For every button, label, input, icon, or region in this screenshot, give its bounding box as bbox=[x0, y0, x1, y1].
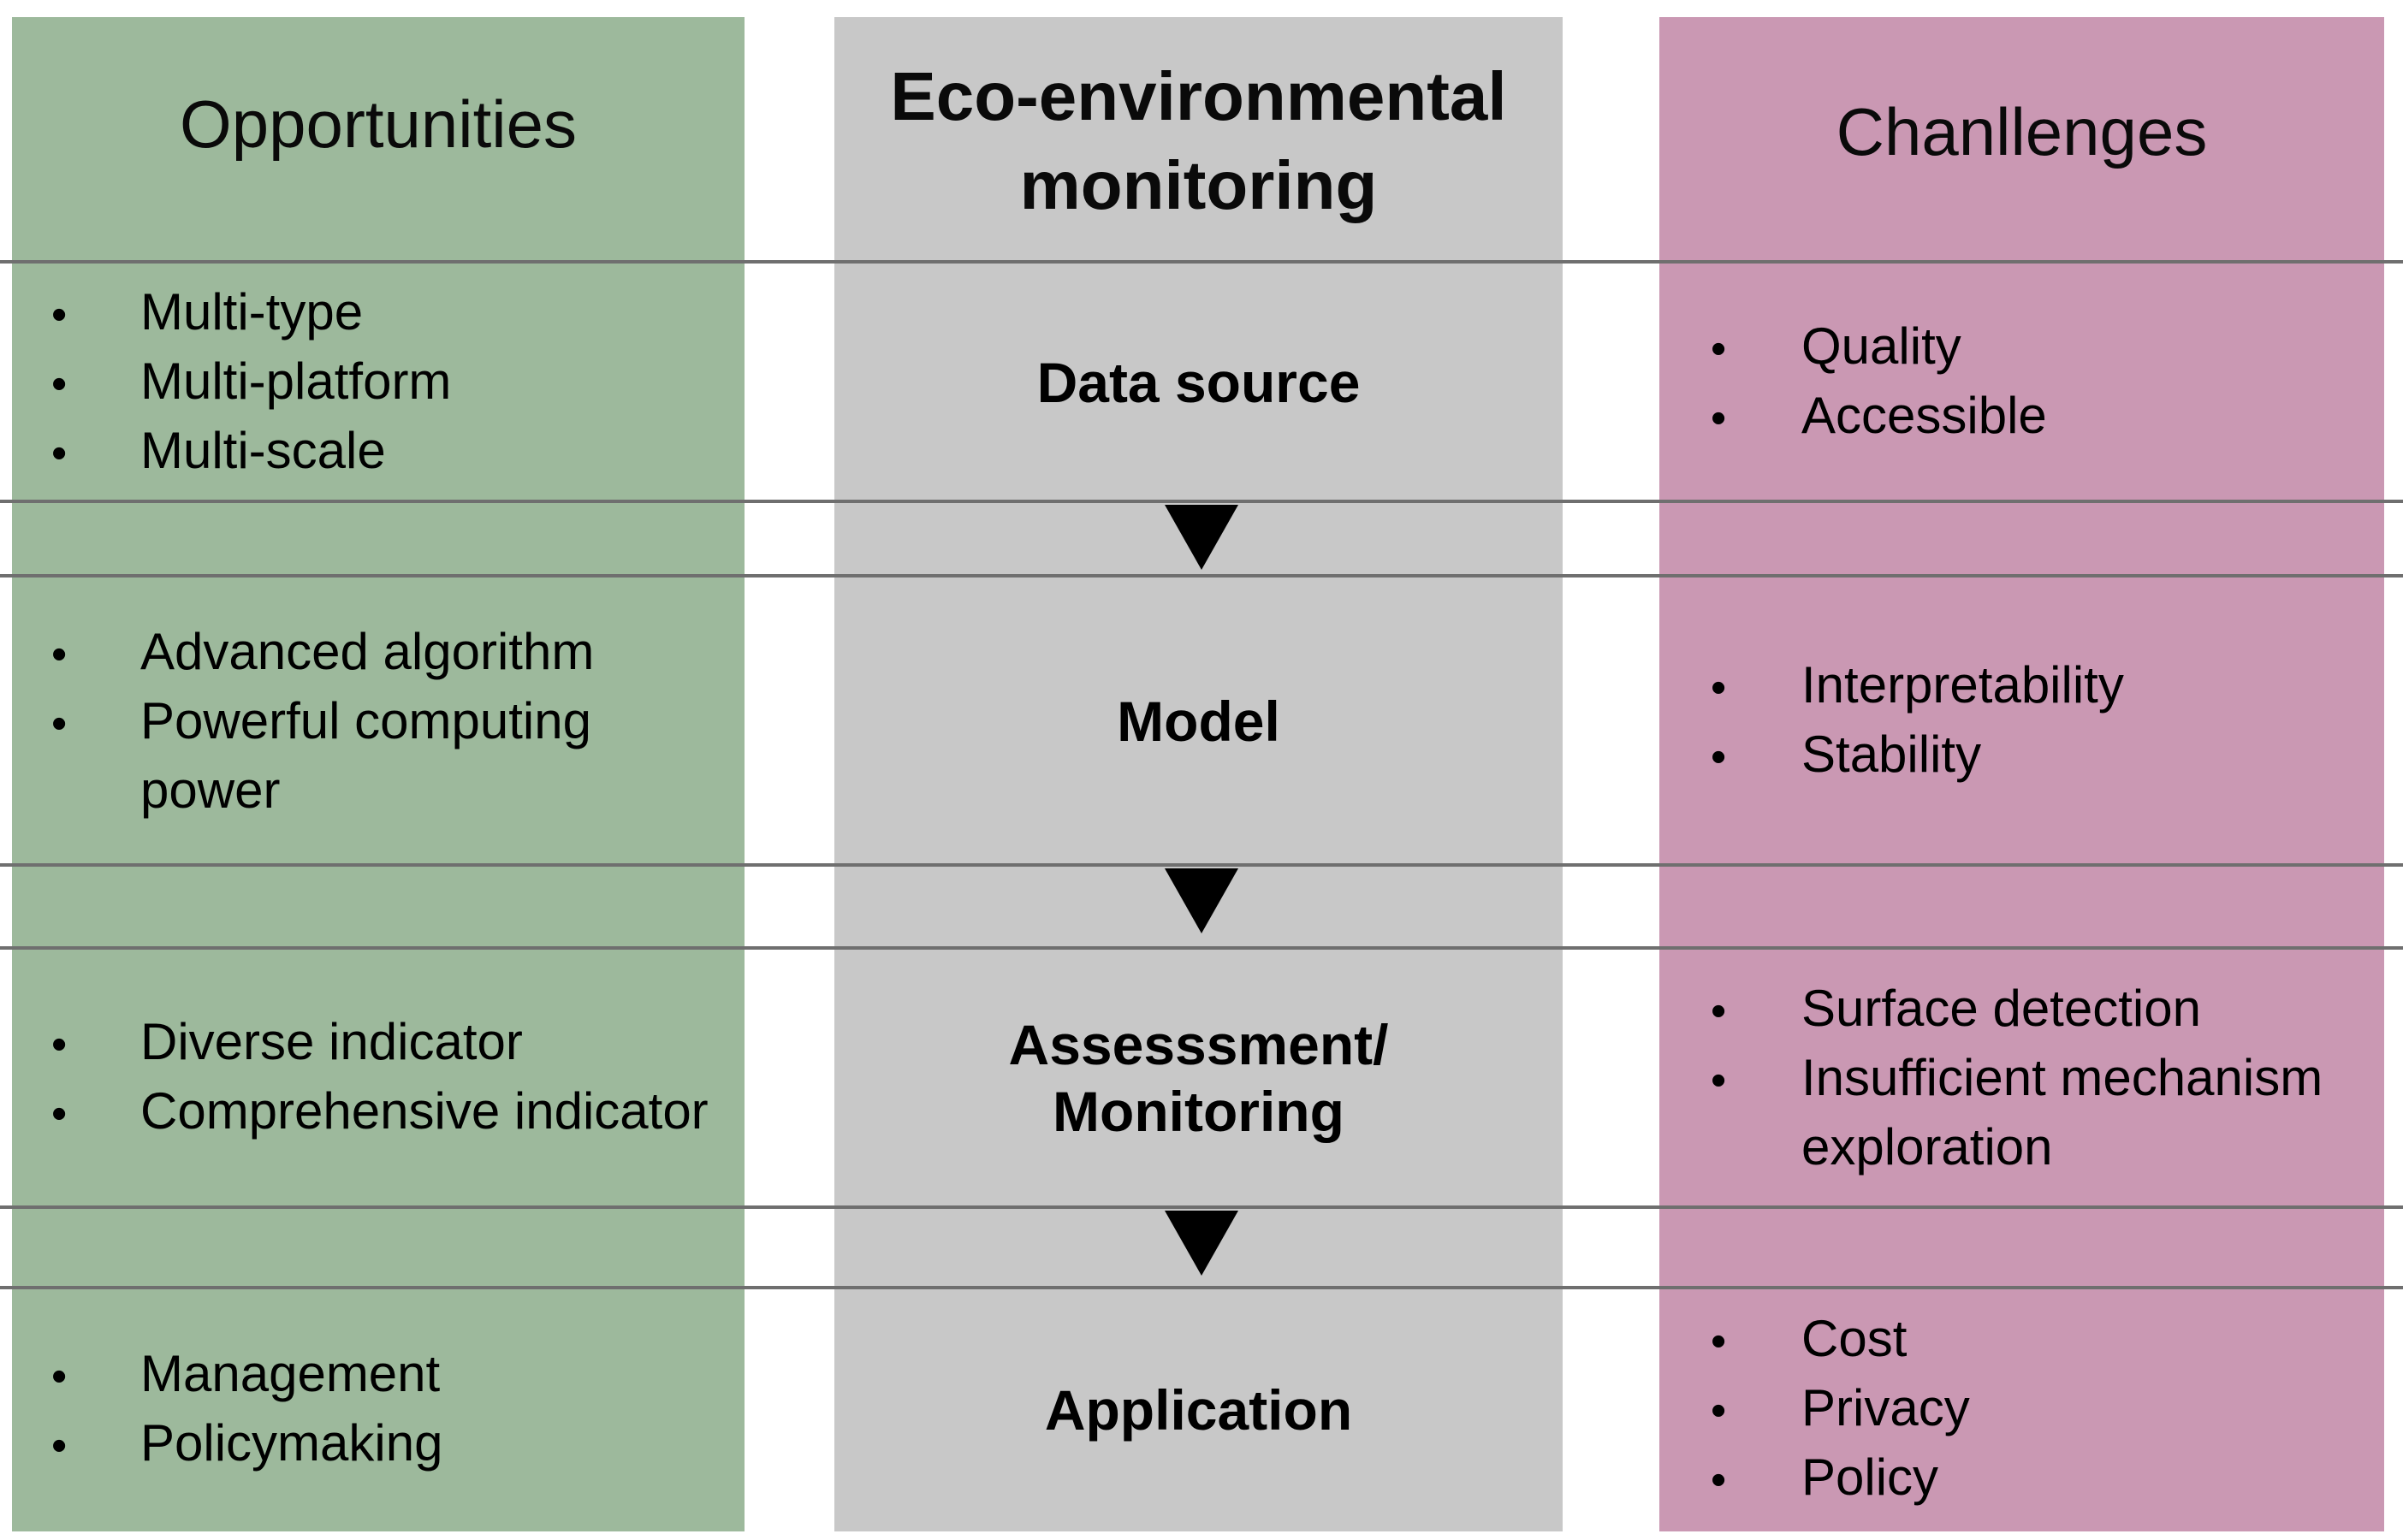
challenges-list-model: • Interpretability • Stability bbox=[1659, 578, 2384, 865]
bullet-dot-icon: • bbox=[51, 289, 68, 340]
monitoring-header: Eco-environmental monitoring bbox=[834, 52, 1563, 230]
bullet-text: Multi-type bbox=[140, 282, 364, 341]
bullet-text: Multi-scale bbox=[140, 421, 386, 479]
stage-application: Application bbox=[834, 1288, 1563, 1531]
bullet-item: • Policymaking bbox=[51, 1410, 745, 1479]
bullet-text: Diverse indicator bbox=[140, 1012, 523, 1070]
challenges-list-data-source: • Quality • Accessible bbox=[1659, 264, 2384, 501]
down-arrow-icon bbox=[1165, 868, 1238, 933]
bullet-item: • Interpretability bbox=[1711, 652, 2384, 721]
bullet-item-continuation: power bbox=[51, 757, 745, 824]
bullet-text: Policy bbox=[1801, 1448, 1939, 1506]
bullet-dot-icon: • bbox=[51, 1019, 68, 1069]
bullet-dot-icon: • bbox=[51, 1420, 68, 1471]
bullet-item-continuation: exploration bbox=[1711, 1114, 2384, 1181]
stage-assessment-monitoring: Assesssment/ Monitoring bbox=[834, 948, 1563, 1207]
stage-label-line2: Monitoring bbox=[1053, 1079, 1344, 1143]
challenges-header: Chanllenges bbox=[1836, 94, 2208, 169]
divider-line bbox=[0, 1205, 2403, 1209]
divider-line bbox=[0, 946, 2403, 950]
divider-line bbox=[0, 260, 2403, 264]
bullet-item: • Advanced algorithm bbox=[51, 619, 745, 688]
stage-data-source: Data source bbox=[834, 264, 1563, 501]
bullet-item: • Cost bbox=[1711, 1306, 2384, 1375]
down-arrow-icon bbox=[1165, 1211, 1238, 1276]
bullet-item: • Privacy bbox=[1711, 1375, 2384, 1444]
bullet-text: Comprehensive indicator bbox=[140, 1081, 709, 1140]
opportunities-list-model: • Advanced algorithm • Powerful computing po… bbox=[12, 578, 745, 865]
divider-line bbox=[0, 500, 2403, 503]
divider-line bbox=[0, 863, 2403, 867]
bullet-text: Management bbox=[140, 1344, 441, 1402]
monitoring-header-line2: monitoring bbox=[1019, 147, 1378, 223]
bullet-text: Interpretability bbox=[1801, 656, 2124, 714]
bullet-item: • Policy bbox=[1711, 1444, 2384, 1513]
bullet-text: Powerful computing bbox=[140, 692, 591, 749]
monitoring-column bbox=[834, 17, 1563, 1531]
stage-label: Application bbox=[1044, 1377, 1353, 1442]
bullet-dot-icon: • bbox=[51, 428, 68, 478]
bullet-dot-icon: • bbox=[51, 630, 68, 679]
challenges-list-application: • Cost • Privacy • Policy bbox=[1659, 1288, 2384, 1531]
bullet-text: Policymaking bbox=[140, 1413, 443, 1472]
opportunities-list-application: • Management • Policymaking bbox=[12, 1288, 745, 1531]
bullet-item: • Quality bbox=[1711, 313, 2384, 382]
stage-label-line1: Assesssment/ bbox=[1008, 1012, 1389, 1076]
bullet-item: • Insufficient mechanism bbox=[1711, 1045, 2384, 1114]
bullet-dot-icon: • bbox=[51, 358, 68, 409]
challenges-column bbox=[1659, 17, 2384, 1531]
bullet-dot-icon: • bbox=[1711, 1055, 1727, 1105]
opportunities-list-data-source: • Multi-type • Multi-platform • Multi-scale bbox=[12, 264, 745, 501]
bullet-text: power bbox=[140, 761, 281, 819]
bullet-item: • Accessible bbox=[1711, 382, 2384, 452]
bullet-item: • Diverse indicator bbox=[51, 1009, 745, 1078]
stage-model: Model bbox=[834, 578, 1563, 865]
bullet-text: Privacy bbox=[1801, 1379, 1970, 1436]
bullet-item: • Stability bbox=[1711, 721, 2384, 791]
bullet-item: • Management bbox=[51, 1341, 745, 1410]
bullet-item: • Multi-type bbox=[51, 279, 745, 348]
bullet-text: Cost bbox=[1801, 1310, 1908, 1367]
challenges-list-assessment: • Surface detection • Insufficient mechanis… bbox=[1659, 948, 2384, 1207]
bullet-text: Surface detection bbox=[1801, 979, 2201, 1037]
bullet-text: Multi-platform bbox=[140, 352, 452, 410]
monitoring-header-line1: Eco-environmental bbox=[890, 58, 1507, 134]
bullet-dot-icon: • bbox=[51, 699, 68, 749]
down-arrow-icon bbox=[1165, 505, 1238, 570]
opportunities-list-assessment: • Diverse indicator • Comprehensive indicat… bbox=[12, 948, 745, 1207]
opportunities-header: Opportunities bbox=[180, 86, 577, 162]
bullet-item: • Multi-scale bbox=[51, 418, 745, 487]
divider-line bbox=[0, 574, 2403, 578]
bullet-dot-icon: • bbox=[1711, 324, 1727, 374]
opportunities-column bbox=[12, 17, 745, 1531]
bullet-dot-icon: • bbox=[1711, 732, 1727, 782]
bullet-dot-icon: • bbox=[1711, 394, 1727, 443]
stage-label: Model bbox=[1117, 690, 1280, 753]
bullet-dot-icon: • bbox=[51, 1088, 68, 1139]
divider-line bbox=[0, 1286, 2403, 1289]
bullet-item: • Powerful computing bbox=[51, 688, 745, 757]
bullet-text: Insufficient mechanism bbox=[1801, 1048, 2323, 1106]
bullet-dot-icon: • bbox=[1711, 1386, 1727, 1436]
stage-label: Data source bbox=[1036, 351, 1361, 414]
bullet-item: • Comprehensive indicator bbox=[51, 1078, 745, 1147]
bullet-dot-icon: • bbox=[1711, 986, 1727, 1036]
bullet-dot-icon: • bbox=[1711, 1317, 1727, 1366]
bullet-dot-icon: • bbox=[1711, 1455, 1727, 1505]
bullet-text: Advanced algorithm bbox=[140, 623, 595, 680]
bullet-item: • Surface detection bbox=[1711, 975, 2384, 1045]
bullet-text: Stability bbox=[1801, 726, 1982, 783]
bullet-text: Quality bbox=[1801, 317, 1961, 375]
bullet-dot-icon: • bbox=[1711, 663, 1727, 713]
bullet-text: Accessible bbox=[1801, 387, 2047, 444]
bullet-dot-icon: • bbox=[51, 1351, 68, 1401]
bullet-item: • Multi-platform bbox=[51, 348, 745, 418]
bullet-text: exploration bbox=[1801, 1117, 2053, 1176]
